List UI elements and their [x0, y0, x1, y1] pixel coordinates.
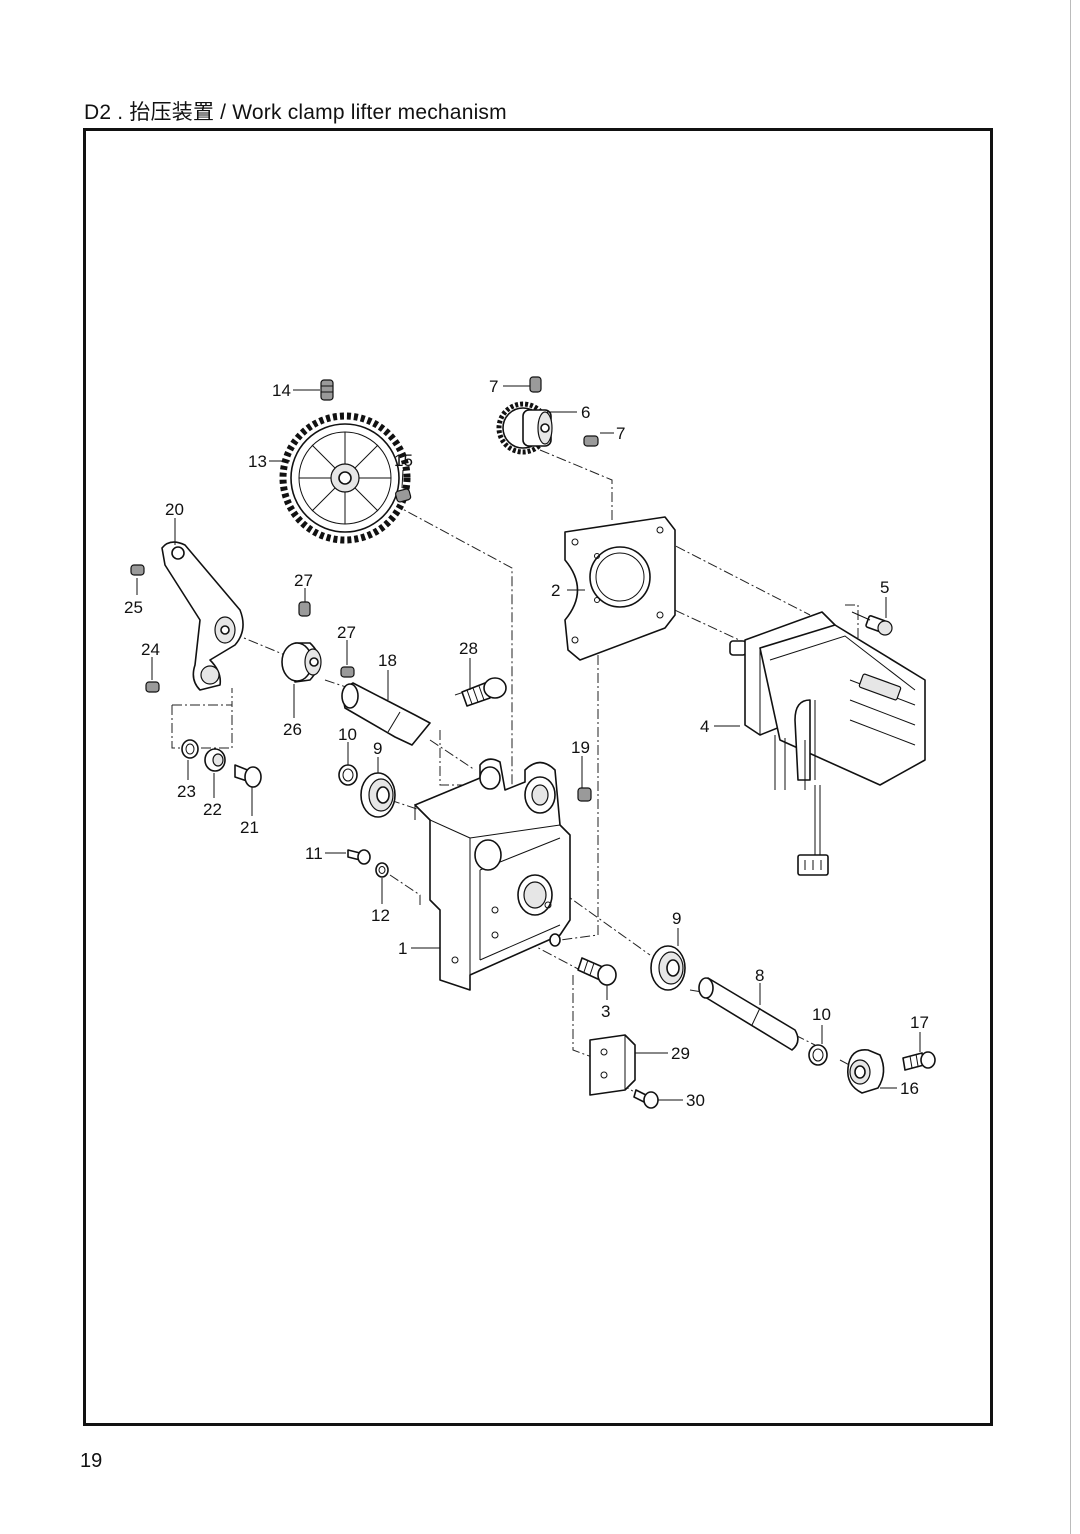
bearing-9-upper [360, 772, 396, 818]
lever-20 [161, 541, 244, 691]
callout-29: 29 [671, 1044, 690, 1063]
callout-5: 5 [880, 578, 889, 597]
leader-lines [136, 385, 921, 1101]
screw-30 [633, 1089, 659, 1109]
callout-4: 4 [700, 717, 709, 736]
callout-12: 12 [371, 906, 390, 925]
callout-18: 18 [378, 651, 397, 670]
callout-9-upper: 9 [373, 739, 382, 758]
large-gear-13 [279, 412, 411, 544]
retaining-ring-10-upper [338, 764, 358, 786]
callout-27-top: 27 [294, 571, 313, 590]
washer-23 [181, 739, 199, 759]
screw-5 [851, 611, 893, 636]
callout-19: 19 [571, 738, 590, 757]
callout-17: 17 [910, 1013, 929, 1032]
page-number: 19 [80, 1450, 103, 1472]
callout-6: 6 [581, 403, 590, 422]
page-edge-line [1070, 0, 1071, 1534]
callout-23: 23 [177, 782, 196, 801]
callout-25: 25 [124, 598, 143, 617]
set-screw-19 [577, 787, 592, 802]
callout-20: 20 [165, 500, 184, 519]
page-title: D2 . 抬压装置 / Work clamp lifter mechanism [84, 101, 507, 124]
callout-8: 8 [755, 966, 764, 985]
stud-21 [234, 764, 262, 788]
stepping-motor-4 [729, 611, 926, 876]
set-screw-27-side [340, 666, 355, 678]
collar-22 [204, 748, 226, 772]
bolt-28 [461, 677, 507, 707]
callout-labels: 14 13 15 7 6 7 20 25 27 27 24 18 28 26 2… [124, 377, 929, 1110]
set-screw-15 [395, 488, 412, 503]
callout-1: 1 [398, 939, 407, 958]
callout-15: 15 [394, 451, 413, 470]
callout-22: 22 [203, 800, 222, 819]
callout-13: 13 [248, 452, 267, 471]
callout-28: 28 [459, 639, 478, 658]
set-screw-7-top [529, 376, 542, 393]
callout-14: 14 [272, 381, 291, 400]
callout-9-lower: 9 [672, 909, 681, 928]
retaining-ring-10-lower [808, 1044, 828, 1066]
small-gear-6 [496, 401, 553, 455]
callout-10-lower: 10 [812, 1005, 831, 1024]
cam-16 [846, 1049, 885, 1094]
assembly-lines [171, 449, 859, 1096]
callout-11: 11 [305, 844, 323, 863]
set-screw-25 [130, 564, 145, 576]
screw-17 [902, 1051, 936, 1071]
callout-24: 24 [141, 640, 160, 659]
callout-30: 30 [686, 1091, 705, 1110]
main-bracket-1 [414, 758, 571, 991]
callout-10-upper: 10 [338, 725, 357, 744]
callout-16: 16 [900, 1079, 919, 1098]
callout-21: 21 [240, 818, 259, 837]
callout-7-side: 7 [616, 424, 625, 443]
set-screw-14 [320, 379, 334, 401]
set-screw-27-top [298, 601, 311, 617]
shaft-18 [341, 682, 431, 746]
callout-2: 2 [551, 581, 560, 600]
motor-plate-2 [564, 516, 676, 661]
collar-26 [281, 642, 322, 683]
set-screw-24 [145, 681, 160, 693]
bracket-29 [589, 1034, 636, 1096]
shaft-8 [698, 977, 799, 1051]
washer-12 [375, 862, 389, 878]
callout-3: 3 [601, 1002, 610, 1021]
bearing-9-lower [650, 945, 686, 991]
callout-27-side: 27 [337, 623, 356, 642]
callout-7-top: 7 [489, 377, 498, 396]
screw-11 [347, 849, 371, 865]
screw-3 [577, 957, 617, 986]
callout-26: 26 [283, 720, 302, 739]
set-screw-7-side [583, 435, 599, 447]
